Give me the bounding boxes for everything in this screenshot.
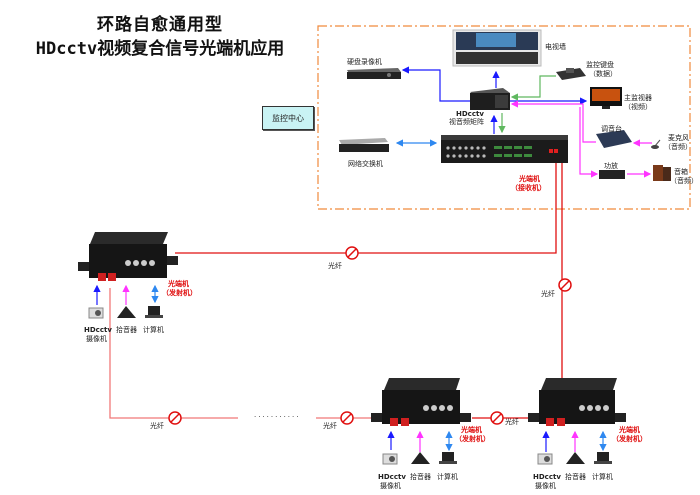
pickup-icon	[566, 452, 585, 464]
transmitter-label: 光端机	[619, 426, 640, 434]
fiber-label: 光纤	[328, 262, 342, 270]
camera-sub-label: 摄像机	[86, 335, 107, 343]
fiber-label: 光纤	[541, 290, 555, 298]
transmitter-box-icon	[78, 232, 178, 281]
dvr-label: 硬盘录像机	[347, 58, 382, 66]
ellipsis: ...........	[254, 411, 301, 419]
mixer-label: 调音台	[601, 125, 622, 133]
network-switch-icon	[339, 138, 389, 152]
amplifier-icon	[599, 170, 625, 179]
transmitter-role-label: （发射机）	[612, 435, 647, 443]
computer-label: 计算机	[437, 473, 458, 481]
control-center-border	[317, 25, 691, 210]
diagram-title-line2: HDcctv视频复合信号光端机应用	[35, 39, 285, 59]
computer-label: 计算机	[143, 326, 164, 334]
fiber-label: 光纤	[505, 418, 519, 426]
camera-label: HDcctv	[378, 473, 406, 481]
camera-icon	[537, 453, 553, 465]
microphone-label: 麦克风	[668, 134, 689, 142]
pickup-icon	[117, 306, 136, 318]
control-center-wiring	[395, 66, 652, 178]
pickup-label: 拾音器	[410, 473, 431, 481]
microphone-icon	[651, 139, 661, 149]
video-wall-label: 电视墙	[545, 43, 566, 51]
speaker-label: 音箱	[674, 168, 688, 176]
fiber-ring	[109, 163, 563, 419]
transmitter-label: 光端机	[168, 280, 189, 288]
dvr-icon	[347, 68, 401, 79]
camera-icon	[382, 453, 398, 465]
camera-label: HDcctv	[533, 473, 561, 481]
switch-label: 网络交换机	[348, 160, 383, 168]
camera-sub-label: 摄像机	[535, 482, 556, 490]
receiver-label: 光端机	[519, 175, 540, 183]
keyboard-icon	[556, 68, 586, 80]
main-monitor-icon	[590, 87, 622, 109]
receiver-sub-label: （接收机）	[511, 184, 546, 192]
computer-icon	[145, 306, 163, 318]
keyboard-sub-label: （数据）	[589, 70, 617, 78]
pickup-label: 拾音器	[565, 473, 586, 481]
transmitter-box-icon	[528, 378, 626, 426]
video-wall-icon	[452, 29, 542, 67]
fiber-label: 光纤	[150, 422, 164, 430]
fiber-connector-icon	[168, 246, 572, 425]
microphone-sub-label: （音频）	[664, 143, 692, 151]
peripheral-wiring	[93, 284, 607, 452]
control-center-label: 监控中心	[262, 106, 314, 130]
camera-icon	[88, 307, 104, 319]
fiber-label: 光纤	[323, 422, 337, 430]
diagram-title-line1: 环路自愈通用型	[97, 15, 223, 35]
matrix-label: HDcctv	[456, 110, 484, 118]
camera-label: HDcctv	[84, 326, 112, 334]
computer-icon	[439, 452, 457, 464]
matrix-icon	[470, 88, 510, 110]
mixer-icon	[596, 130, 632, 148]
main-monitor-label: 主监视器	[624, 94, 652, 102]
pickup-icon	[411, 452, 430, 464]
computer-label: 计算机	[592, 473, 613, 481]
pickup-label: 拾音器	[116, 326, 137, 334]
main-monitor-sub-label: （视频）	[624, 103, 652, 111]
matrix-sub-label: 视音频矩阵	[449, 118, 484, 126]
transmitter-label: 光端机	[461, 426, 482, 434]
camera-sub-label: 摄像机	[380, 482, 401, 490]
amplifier-label: 功放	[604, 162, 618, 170]
speaker-sub-label: （音频）	[670, 177, 698, 185]
computer-icon	[594, 452, 612, 464]
receiver-rack-icon	[441, 135, 568, 163]
keyboard-label: 监控键盘	[586, 61, 614, 69]
transmitter-role-label: （发射机）	[162, 289, 197, 297]
transmitter-role-label: （发射机）	[455, 435, 490, 443]
transmitter-box-icon	[371, 378, 471, 426]
speaker-icon	[653, 165, 671, 181]
